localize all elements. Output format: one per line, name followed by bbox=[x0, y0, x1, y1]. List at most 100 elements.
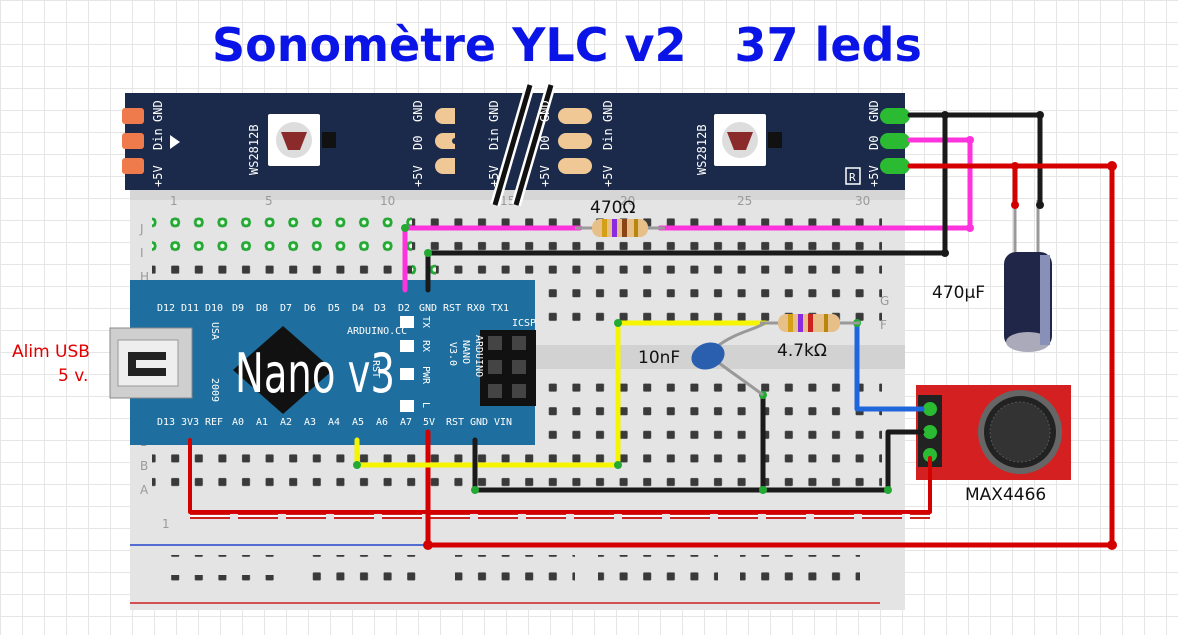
arduino-pin-label: VIN bbox=[494, 417, 512, 428]
power-label: 5 v. bbox=[58, 366, 89, 386]
arduino-pin-label: RST bbox=[446, 417, 464, 428]
max4466-module bbox=[916, 385, 1071, 480]
bb-row-label: G bbox=[880, 294, 889, 308]
arduino-pin-label: A2 bbox=[280, 417, 292, 428]
power-rail-holes bbox=[170, 555, 860, 585]
bb-col-label: 1 bbox=[170, 194, 178, 208]
capacitor-470uf-label: 470µF bbox=[932, 283, 986, 303]
arrow-icon bbox=[170, 135, 180, 149]
arduino-pin-label: TX1 bbox=[491, 303, 509, 314]
icsp-label: ICSP bbox=[512, 318, 536, 329]
led-label: TX bbox=[420, 316, 431, 328]
strip-pin-label: GND bbox=[151, 100, 165, 122]
strip-pin-label: GND bbox=[867, 100, 881, 122]
mcu-chip bbox=[233, 326, 333, 414]
arduino-pin-label: D4 bbox=[352, 303, 364, 314]
nano-v3-label: Nano v3 bbox=[235, 342, 395, 405]
strip-chip-label: WS2812B bbox=[695, 124, 709, 175]
strip-pin-label: +5V bbox=[538, 165, 552, 187]
strip-pin-label: Din bbox=[487, 128, 501, 150]
electrolytic-capacitor bbox=[1004, 200, 1052, 352]
strip-pin-label: D0 bbox=[411, 136, 425, 150]
bb-row-label: H bbox=[140, 270, 149, 284]
arduino-pin-label: D8 bbox=[256, 303, 268, 314]
arduino-pin-label: A0 bbox=[232, 417, 244, 428]
page-title: Sonomètre YLC v2 37 leds bbox=[212, 18, 922, 72]
arduino-pin-label: RST bbox=[443, 303, 461, 314]
strip-pin-label: D0 bbox=[538, 136, 552, 150]
led-label: L bbox=[420, 402, 431, 408]
wire-mic-out bbox=[854, 320, 925, 412]
strip-pin-label: +5V bbox=[487, 165, 501, 187]
bb-col-label: 1 bbox=[162, 517, 170, 531]
bb-col-label: 10 bbox=[380, 194, 395, 208]
arduino-pin-label: 3V3 bbox=[181, 417, 199, 428]
bb-col-label: 20 bbox=[620, 194, 635, 208]
strip-pin-label: GND bbox=[487, 100, 501, 122]
bb-col-label: 15 bbox=[500, 194, 515, 208]
strip-pin-label: GND bbox=[601, 100, 615, 122]
strip-chip-label: WS2812B bbox=[247, 124, 261, 175]
arduino-pin-label: D10 bbox=[205, 303, 223, 314]
arduino-pin-label: 5V bbox=[423, 417, 435, 428]
strip-pad bbox=[122, 158, 144, 174]
arduino-pin-row bbox=[158, 290, 538, 298]
arduino-vertical-brand: ARDUINO bbox=[473, 335, 484, 377]
power-label: Alim USB bbox=[12, 342, 90, 362]
arduino-pin-label: GND bbox=[419, 303, 437, 314]
bb-row-label: J bbox=[139, 222, 144, 236]
strip-cut-marker bbox=[490, 83, 556, 207]
arduino-nano bbox=[109, 280, 538, 445]
strip-pin-label: D0 bbox=[867, 136, 881, 150]
resistor-470 bbox=[575, 219, 665, 237]
strip-pin-label: +5V bbox=[601, 165, 615, 187]
arduino-pin-label: RX0 bbox=[467, 303, 485, 314]
bb-row-label: A bbox=[140, 483, 149, 497]
strip-marker-label: R bbox=[849, 171, 856, 184]
arduino-pin-label: D7 bbox=[280, 303, 292, 314]
strip-pin-label: +5V bbox=[151, 165, 165, 187]
breadboard-used-holes bbox=[152, 210, 412, 258]
rst-label: RST bbox=[370, 360, 381, 378]
wire-3v3 bbox=[188, 438, 932, 514]
arduino-pin-label: D11 bbox=[181, 303, 199, 314]
led-strip-left bbox=[122, 93, 469, 190]
usa-label: USA bbox=[209, 322, 220, 340]
wire-data bbox=[657, 137, 973, 231]
bb-row-label: F bbox=[880, 318, 887, 332]
arduino-pin-label: D9 bbox=[232, 303, 244, 314]
arduino-brand: ARDUINO.CC bbox=[347, 326, 407, 337]
arduino-pin-label: D13 bbox=[157, 417, 175, 428]
arduino-pin-label: A3 bbox=[304, 417, 316, 428]
arduino-pcb bbox=[130, 280, 535, 445]
arduino-pin-label: D3 bbox=[374, 303, 386, 314]
bb-col-label: 25 bbox=[737, 194, 752, 208]
strip-pin-label: GND bbox=[411, 100, 425, 122]
strip-pin-label: Din bbox=[601, 128, 615, 150]
arduino-vertical-brand: V3.0 bbox=[447, 342, 458, 366]
bb-col-label: 30 bbox=[855, 194, 870, 208]
arduino-pin-label: D2 bbox=[398, 303, 410, 314]
arduino-pin-label: A1 bbox=[256, 417, 268, 428]
wire-gnd bbox=[942, 112, 1043, 208]
bb-row-label: B bbox=[140, 459, 148, 473]
strip-pin-label: Din bbox=[151, 128, 165, 150]
ceramic-capacitor bbox=[691, 321, 766, 397]
resistor-4k7-label: 4.7kΩ bbox=[777, 341, 827, 361]
resistor-470-label: 470Ω bbox=[590, 198, 636, 218]
arduino-pin-label: D5 bbox=[328, 303, 340, 314]
led-label: RX bbox=[420, 340, 431, 352]
strip-pin-label: +5V bbox=[411, 165, 425, 187]
arduino-pin-label: A6 bbox=[376, 417, 388, 428]
arduino-pin-label: REF bbox=[205, 417, 223, 428]
strip-pad bbox=[122, 108, 144, 124]
arduino-vertical-brand: NANO bbox=[460, 340, 471, 364]
mic-module-label: MAX4466 bbox=[965, 485, 1047, 505]
resistor-4k7 bbox=[760, 314, 860, 332]
strip-pin-label: +5V bbox=[867, 165, 881, 187]
strip-pin-label: GND bbox=[538, 100, 552, 122]
arduino-pin-label: A4 bbox=[328, 417, 340, 428]
arduino-pin-label: D12 bbox=[157, 303, 175, 314]
arduino-pin-label: A7 bbox=[400, 417, 412, 428]
